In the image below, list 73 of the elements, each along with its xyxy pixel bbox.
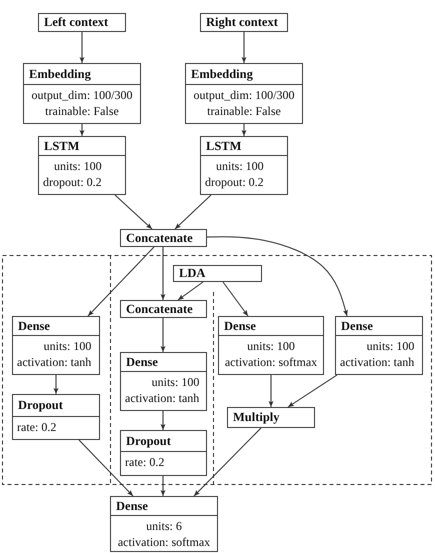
layer-parameter: units: 100 <box>366 339 414 353</box>
layer-parameter: units: 100 <box>54 159 102 173</box>
layer-name: Dense <box>116 499 148 513</box>
layer-name: Dense <box>18 319 50 333</box>
layer-parameter: units: 100 <box>216 159 264 173</box>
layer-parameter: activation: softmax <box>118 534 210 548</box>
layer-box <box>38 13 126 32</box>
arrow <box>80 124 84 136</box>
layer-name: Concatenate <box>126 231 193 245</box>
layer-parameter: units: 100 <box>44 339 92 353</box>
arrow <box>268 374 274 408</box>
layer-parameter: units: 100 <box>152 375 200 389</box>
layer-name: Dense <box>126 355 158 369</box>
arrow <box>242 124 246 136</box>
arrow <box>160 410 166 430</box>
layer-box <box>120 352 207 411</box>
layer-parameter: trainable: False <box>45 104 119 118</box>
layer-box <box>335 316 423 375</box>
layer-box <box>120 430 207 476</box>
arrow <box>88 246 154 316</box>
layer-box <box>23 63 141 124</box>
layer-box <box>38 136 126 195</box>
layer-box <box>110 496 218 552</box>
layer-box <box>218 316 324 375</box>
arrow <box>242 32 246 64</box>
layer-parameter: rate: 0.2 <box>17 420 56 434</box>
layer-name: Embedding <box>191 67 253 81</box>
layer-parameter: output_dim: 100/300 <box>31 88 132 102</box>
arrow <box>54 374 58 394</box>
arrow <box>178 282 204 300</box>
layer-parameter: output_dim: 100/300 <box>193 88 294 102</box>
layer-name: Embedding <box>29 67 91 81</box>
layer-name: LDA <box>179 266 206 280</box>
arrow <box>160 318 166 352</box>
layer-parameter: dropout: 0.2 <box>205 174 264 188</box>
layer-parameter: activation: tanh <box>125 390 200 404</box>
arrow <box>222 282 248 316</box>
layer-box <box>173 265 262 282</box>
layer-name: Dropout <box>18 398 63 412</box>
arrow <box>114 194 152 230</box>
arrow <box>206 236 348 316</box>
layer-name: Dense <box>224 319 256 333</box>
arrow <box>160 476 166 496</box>
layer-box <box>185 63 303 124</box>
layer-box <box>227 407 315 428</box>
layer-parameter: activation: tanh <box>340 354 414 368</box>
layer-parameter: units: 6 <box>146 519 182 533</box>
layer-name: LSTM <box>206 139 242 153</box>
arrow <box>80 32 84 64</box>
layer-parameter: trainable: False <box>207 104 281 118</box>
layer-name: LSTM <box>44 139 80 153</box>
layer-name: Dropout <box>126 434 171 448</box>
layer-name: Dense <box>341 319 373 333</box>
layer-name: Right context <box>206 15 278 29</box>
layer-parameter: rate: 0.2 <box>125 455 164 469</box>
layer-box <box>200 13 288 32</box>
arrow <box>78 440 134 496</box>
layer-parameter: activation: softmax <box>224 354 318 368</box>
layer-name: Left context <box>44 15 108 29</box>
layer-name: Multiply <box>233 410 280 424</box>
layer-box <box>12 394 100 440</box>
layer-parameter: dropout: 0.2 <box>43 174 102 188</box>
arrow <box>174 194 212 230</box>
layer-box <box>120 229 207 247</box>
layer-parameter: activation: tanh <box>17 354 92 368</box>
layer-box <box>120 300 207 318</box>
layer-box <box>12 316 100 375</box>
layer-parameter: units: 100 <box>247 339 295 353</box>
layer-name: Concatenate <box>126 302 193 316</box>
arrow <box>194 428 262 496</box>
layer-box <box>200 136 288 195</box>
arrow <box>160 246 166 300</box>
arrow <box>288 374 338 408</box>
